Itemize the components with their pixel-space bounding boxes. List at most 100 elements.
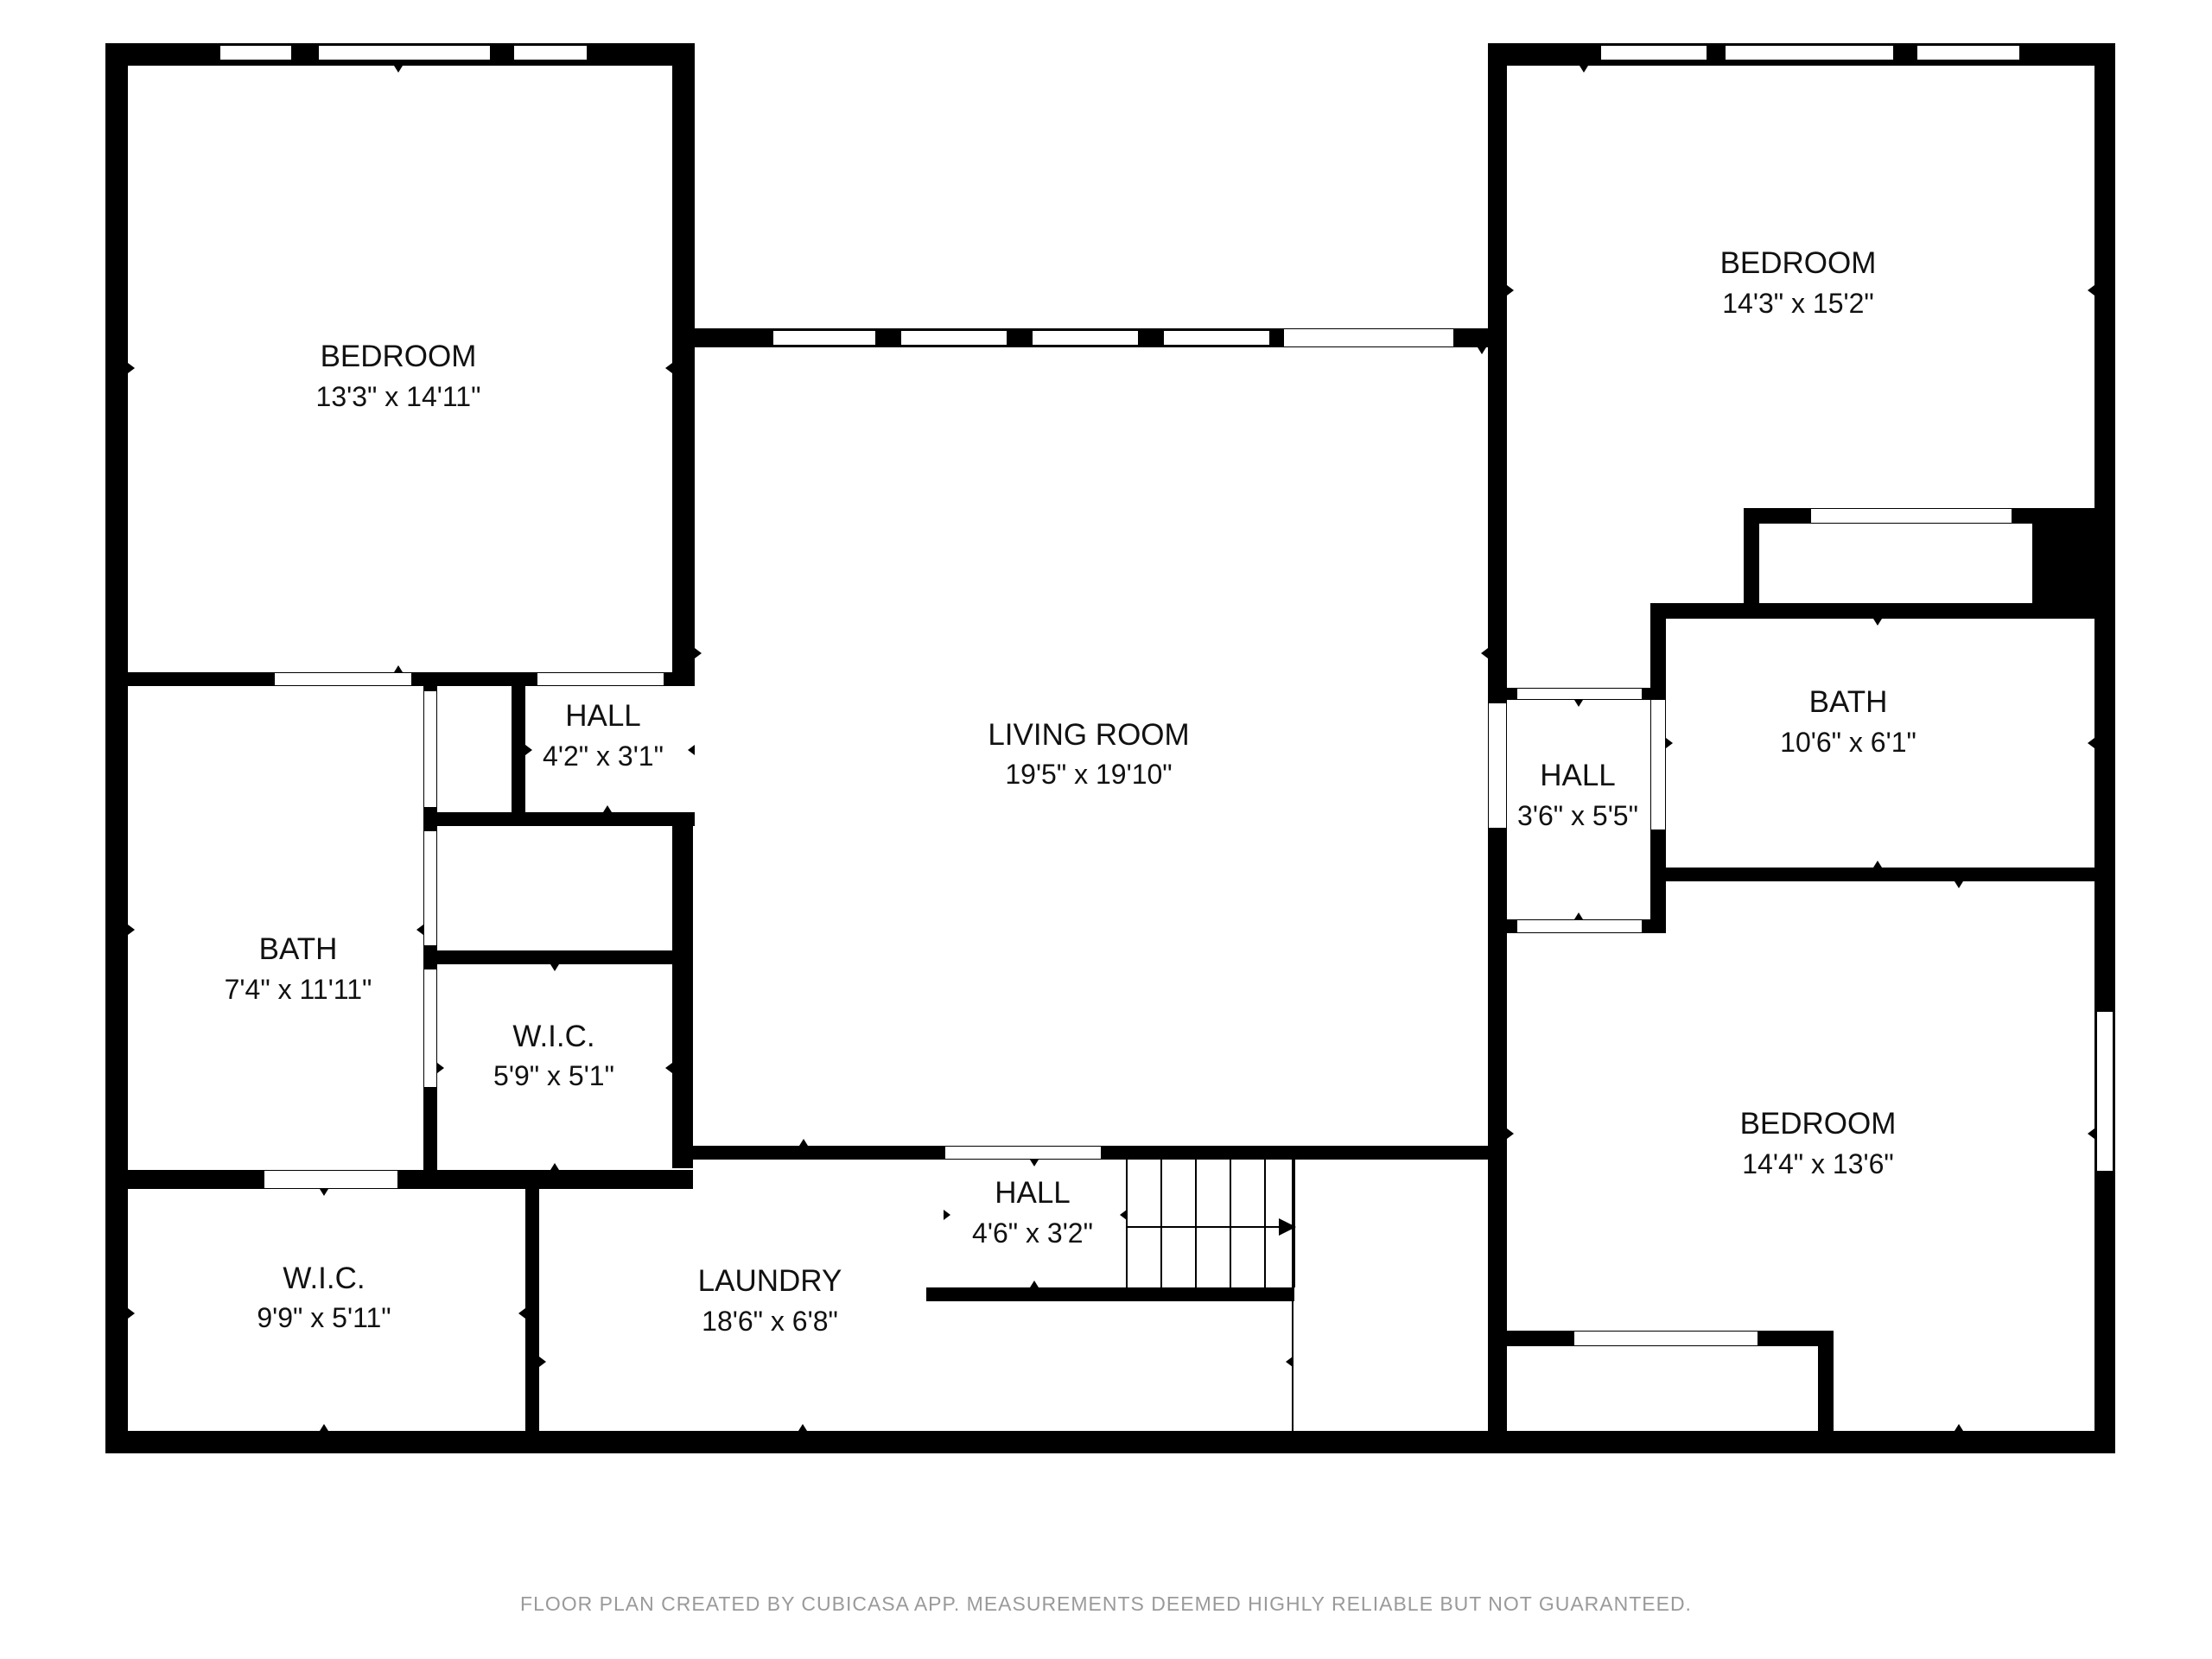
opening-bath-left-bottom <box>264 1171 397 1188</box>
opening-bath-right-door <box>1651 700 1665 830</box>
wall-bath-left-bottom <box>105 1170 693 1189</box>
opening-closet-tr-door <box>1811 509 2012 523</box>
wall-closet-tr-left <box>1744 508 1759 612</box>
window <box>1599 44 1708 61</box>
dimension-marker <box>665 363 672 373</box>
wall-closet-divider <box>423 950 693 964</box>
dimension-marker <box>2088 738 2094 748</box>
wall-bath-right-top <box>1650 603 2115 619</box>
dimension-marker <box>128 363 135 373</box>
opening-living-top <box>1284 329 1453 346</box>
dimension-markers <box>128 66 2094 1431</box>
dimension-marker <box>1574 912 1583 919</box>
window <box>1724 44 1895 61</box>
opening-hall-right-top <box>1517 689 1642 699</box>
opening-closet-br-door <box>1574 1332 1758 1345</box>
dimension-marker <box>1574 700 1583 707</box>
room-dims-bath-right: 10'6" x 6'1" <box>1780 727 1916 758</box>
room-name-bath-left: BATH <box>259 932 338 966</box>
dimension-marker <box>550 964 559 971</box>
dimension-marker <box>320 1189 328 1196</box>
wall-closet-br-right <box>1818 1331 1834 1453</box>
dimension-marker <box>1955 881 1963 888</box>
opening-closet-door <box>424 831 436 945</box>
window <box>317 44 492 61</box>
opening-living-bottom <box>945 1147 1101 1159</box>
dimension-marker <box>1286 1357 1293 1367</box>
window <box>512 44 588 61</box>
dimension-marker <box>2088 1128 2094 1139</box>
room-name-living-room: LIVING ROOM <box>988 718 1189 752</box>
window <box>1162 329 1271 346</box>
room-name-wic-large: W.I.C. <box>283 1262 365 1295</box>
dimension-marker <box>2088 285 2094 296</box>
dimension-marker <box>539 1357 546 1367</box>
room-dims-wic-large: 9'9" x 5'11" <box>257 1302 391 1333</box>
room-name-bedroom-top-left: BEDROOM <box>321 340 477 373</box>
opening-hall-right-bottom <box>1517 920 1642 932</box>
openings <box>264 329 2012 1345</box>
opening-wic-small-door <box>424 969 436 1087</box>
dimension-marker <box>799 1139 808 1146</box>
dimension-marker <box>416 925 423 935</box>
room-name-hall-mid: HALL <box>995 1176 1071 1210</box>
opening-hall-left-door <box>537 673 664 685</box>
window <box>772 329 877 346</box>
wall-closet-tr-block <box>2032 508 2115 612</box>
room-dims-bedroom-top-left: 13'3" x 14'11" <box>316 381 481 412</box>
dimension-marker <box>394 665 403 672</box>
dimension-marker <box>128 1308 135 1319</box>
opening-hall-left-to-living <box>673 688 694 807</box>
dimension-marker <box>1580 66 1588 73</box>
dimension-marker <box>550 1163 559 1170</box>
dimension-marker <box>1478 347 1486 354</box>
window <box>899 329 1008 346</box>
room-name-hall-left: HALL <box>565 699 641 733</box>
window <box>219 44 293 61</box>
room-name-bedroom-bottom-right: BEDROOM <box>1740 1107 1897 1141</box>
wall-outer-left <box>105 43 128 1453</box>
room-dims-hall-left: 4'2" x 3'1" <box>543 741 664 772</box>
dimension-marker <box>128 925 135 935</box>
opening-center-to-hall-right <box>1489 703 1506 828</box>
dimension-marker <box>1030 1281 1039 1287</box>
footer-disclaimer: FLOOR PLAN CREATED BY CUBICASA APP. MEAS… <box>520 1592 1692 1615</box>
dimension-marker <box>798 1424 807 1431</box>
dimension-marker <box>437 1063 444 1073</box>
window <box>2095 1010 2114 1173</box>
dimension-marker <box>1030 1160 1039 1166</box>
wall-hall-left-bottom <box>423 812 695 826</box>
wall-left-wing-right <box>672 43 695 684</box>
room-name-hall-right: HALL <box>1540 759 1616 792</box>
room-dims-bath-left: 7'4" x 11'11" <box>225 974 372 1005</box>
room-dims-living-room: 19'5" x 19'10" <box>1005 759 1172 790</box>
dimension-marker <box>394 66 403 73</box>
wall-outer-bottom <box>105 1431 2115 1453</box>
dimension-marker <box>1120 1210 1127 1220</box>
wall-hall-left-left <box>512 672 525 817</box>
wall-stair-bottom <box>926 1287 1294 1301</box>
stair-direction-arrow <box>1279 1218 1296 1236</box>
dimension-marker <box>320 1424 328 1431</box>
dimension-marker <box>603 805 612 812</box>
dimension-marker <box>1873 619 1882 626</box>
room-name-laundry: LAUNDRY <box>698 1264 842 1298</box>
room-dims-hall-mid: 4'6" x 3'2" <box>972 1217 1093 1249</box>
opening-bath-left-door <box>424 691 436 807</box>
dimension-marker <box>665 1063 672 1073</box>
dimension-marker <box>1873 861 1882 868</box>
room-dims-wic-small: 5'9" x 5'1" <box>493 1060 614 1091</box>
dimension-marker <box>518 1308 525 1319</box>
room-dims-bedroom-top-right: 14'3" x 15'2" <box>1722 288 1874 319</box>
room-name-wic-small: W.I.C. <box>512 1020 594 1053</box>
dimension-marker <box>944 1210 950 1220</box>
wall-bath-right-bottom <box>1650 868 2115 881</box>
windows <box>219 44 2114 1173</box>
window <box>1031 329 1140 346</box>
dimension-marker <box>525 745 532 755</box>
room-dims-hall-right: 3'6" x 5'5" <box>1517 800 1638 831</box>
wall-outer-right <box>2094 43 2115 1453</box>
room-labels: BEDROOM 13'3" x 14'11" BEDROOM 14'3" x 1… <box>225 246 1916 1337</box>
dimension-marker <box>1666 738 1673 748</box>
